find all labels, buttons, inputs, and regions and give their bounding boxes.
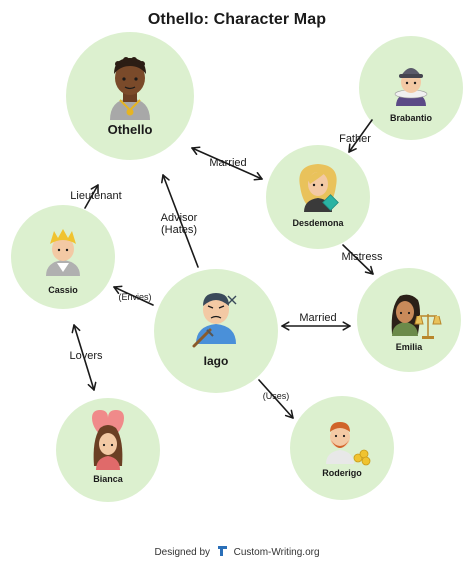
designed-by-text: Designed by	[154, 547, 211, 558]
envies-label: (Envies)	[118, 292, 151, 302]
custom-writing-logo-icon	[217, 546, 227, 556]
othello-name: Othello	[108, 122, 153, 137]
roderigo-node-circle	[290, 396, 394, 500]
iago-avatar	[192, 293, 237, 348]
father-label: Father	[339, 133, 371, 145]
cassio-name: Cassio	[48, 285, 78, 295]
advisor-label-line1: Advisor	[161, 212, 198, 224]
emilia-avatar	[391, 294, 442, 339]
bianca-avatar	[92, 410, 124, 470]
advisor-arrow	[161, 174, 199, 268]
emilia-name: Emilia	[396, 342, 424, 352]
brabantio-name: Brabantio	[390, 113, 433, 123]
lovers-arrow	[71, 324, 97, 391]
brand-link[interactable]: Custom-Writing.org	[233, 547, 320, 558]
footer: Designed by Custom-Writing.org	[0, 545, 474, 558]
iago-name: Iago	[204, 354, 229, 368]
mistress-label: Mistress	[342, 251, 383, 263]
married-iago-emilia-label: Married	[299, 312, 336, 324]
cassio-avatar	[46, 229, 80, 276]
desdemona-name: Desdemona	[292, 218, 344, 228]
lieutenant-arrow	[84, 184, 99, 209]
uses-arrow	[258, 379, 294, 419]
page-title: Othello: Character Map	[147, 11, 327, 28]
bianca-name: Bianca	[93, 474, 124, 484]
married-othello-desdemona-arrow	[191, 146, 263, 181]
lieutenant-label: Lieutenant	[70, 190, 121, 202]
father-arrow	[348, 119, 373, 153]
othello-avatar	[110, 57, 150, 120]
uses-label: (Uses)	[263, 391, 290, 401]
brabantio-avatar	[394, 68, 428, 106]
married-othello-desdemona-label: Married	[209, 157, 246, 169]
envies-arrow	[113, 285, 154, 306]
lovers-label: Lovers	[69, 350, 103, 362]
mistress-arrow	[342, 244, 374, 275]
roderigo-avatar	[326, 422, 371, 466]
advisor-label-line2: (Hates)	[161, 224, 197, 236]
desdemona-avatar	[299, 164, 339, 212]
roderigo-name: Roderigo	[322, 468, 362, 478]
